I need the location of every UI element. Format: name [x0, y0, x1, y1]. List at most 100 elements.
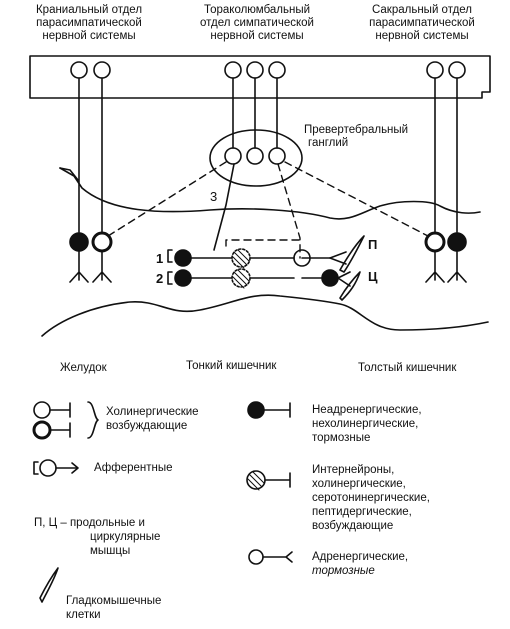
- legend-smooth-line-1: Гладкомышечные: [66, 595, 162, 607]
- legend-interneurons-line-4: пептидергические,: [312, 506, 412, 518]
- sacral-neuron-1: [426, 61, 444, 79]
- cranial-efferents: [69, 250, 112, 283]
- enteric-neuron-2: [174, 269, 192, 287]
- legend-smooth-line-2: клетки: [66, 609, 101, 621]
- efferent-ends: [329, 251, 351, 287]
- legend-smooth-muscle-icon: [39, 567, 59, 603]
- smooth-muscle-cell-ts: [339, 271, 361, 301]
- legend-pc-line-2: циркулярные: [90, 531, 161, 543]
- afferent-bracket-2: [167, 271, 173, 285]
- sympathetic-neuron-3: [268, 61, 286, 79]
- cranial-neuron-1: [70, 61, 88, 79]
- legend-cholinergic-tail-1: [49, 402, 71, 418]
- legend-smooth-label: Гладкомышечные клетки: [66, 594, 161, 622]
- interneuron-dashed-loop: [225, 239, 301, 247]
- sacral-efferents: [425, 250, 467, 283]
- legend-adrenergic-line-2: тормозные: [312, 565, 375, 577]
- cranial-enteric-noradrenergic: [69, 232, 89, 252]
- legend-afferent-icon: [39, 459, 57, 477]
- cranial-line-3: нервной системы: [42, 30, 136, 42]
- legend-nonadrenergic-label: Неадренергические, нехолинергические, то…: [312, 403, 422, 445]
- legend-adrenergic-label: Адренергические, тормозные: [312, 550, 408, 578]
- legend-interneurons-line-1: Интернейроны,: [312, 464, 395, 476]
- postganglionic-middle: [277, 163, 301, 259]
- legend-nonadrenergic-icon: [247, 401, 265, 419]
- thoracolumbar-line-2: отдел симпатической: [200, 17, 314, 29]
- legend-cholinergic-tail-2: [49, 422, 71, 438]
- fiber-3: [213, 163, 235, 251]
- sacral-line-2: парасимпатической: [369, 17, 475, 29]
- sympathetic-neuron-1: [224, 61, 242, 79]
- sacral-division-label: Сакральный отдел парасимпатической нервн…: [352, 4, 492, 43]
- cranial-line-1: Краниальный отдел: [35, 4, 143, 16]
- legend-cholinergic-icon-2: [32, 420, 52, 440]
- legend-interneurons-label: Интернейроны, холинергические, серотонин…: [312, 463, 430, 533]
- cranial-division-label: Краниальный отдел парасимпатической нерв…: [26, 4, 152, 43]
- interneuron-hatch: [232, 249, 250, 289]
- sympathetic-neuron-2: [246, 61, 264, 79]
- legend-afferent-bracket: [33, 461, 39, 475]
- afferent-bracket-1: [167, 249, 173, 263]
- legend-interneurons-line-3: серотонинергические,: [312, 492, 430, 504]
- legend-nonadrenergic-line-1: Неадренергические,: [312, 404, 422, 416]
- mark-p: П: [368, 237, 378, 252]
- legend-afferent-tail: [55, 462, 79, 474]
- interneuron-1: [231, 248, 251, 268]
- enteric-neuron-1: [174, 249, 192, 267]
- cranial-line-2: парасимпатической: [36, 17, 142, 29]
- sacral-enteric-noradrenergic: [447, 232, 467, 252]
- legend-interneurons-line-2: холинергические,: [312, 478, 406, 490]
- legend-cholinergic-line-1: Холинергические: [106, 406, 199, 418]
- legend-adrenergic-line-1: Адренергические,: [312, 551, 409, 563]
- postganglionic-right: [284, 161, 429, 237]
- legend-pc-line-3: мышцы: [90, 545, 131, 557]
- thoracolumbar-division-label: Тораколюмбальный отдел симпатической нер…: [182, 4, 332, 43]
- ganglion-neuron-1: [224, 147, 242, 165]
- gut-wall-top: [59, 167, 481, 220]
- legend-cholinergic-brace: [87, 401, 99, 439]
- ganglion-line-2: ганглий: [308, 137, 349, 149]
- ganglion-line-1: Превертебральный: [304, 124, 409, 136]
- sacral-enteric-cholinergic: [424, 231, 446, 253]
- sacral-neuron-2: [448, 61, 466, 79]
- legend-interneuron-tail: [264, 472, 291, 488]
- legend-nonadrenergic-line-3: тормозные: [312, 432, 371, 444]
- legend-adrenergic-tail: [262, 551, 293, 563]
- gut-wall-top-left-flap: [59, 167, 79, 181]
- legend-nonadrenergic-line-2: нехолинергические,: [312, 418, 419, 430]
- legend-afferent-label: Афферентные: [94, 462, 173, 474]
- spinal-cord-outline: [29, 55, 491, 99]
- postganglionic-left: [107, 161, 227, 237]
- smooth-muscle-cell-p: [339, 235, 365, 273]
- cranial-enteric-cholinergic: [91, 231, 113, 253]
- legend-interneuron-hatch: [247, 471, 265, 491]
- legend-interneurons-line-5: возбуждающие: [312, 520, 394, 532]
- mark-1: 1: [156, 251, 164, 266]
- interneuron-2: [231, 268, 251, 288]
- gut-wall-bottom: [41, 294, 489, 337]
- sacral-line-1: Сакральный отдел: [371, 4, 473, 16]
- ganglion-neuron-3: [268, 147, 286, 165]
- legend-pc-label: П, Ц – продольные и циркулярные мышцы: [34, 516, 160, 558]
- stomach-label: Желудок: [60, 362, 107, 374]
- legend-pc-line-1: П, Ц – продольные и: [34, 517, 145, 529]
- small-intestine-label: Тонкий кишечник: [186, 360, 277, 372]
- ganglion-label: Превертебральный ганглий: [304, 124, 408, 150]
- legend-nonadrenergic-tail: [263, 402, 291, 418]
- mark-3: 3: [210, 189, 218, 204]
- thoracolumbar-line-1: Тораколюмбальный: [203, 4, 311, 16]
- cranial-neuron-2: [93, 61, 111, 79]
- legend-cholinergic-line-2: возбуждающие: [106, 420, 188, 432]
- sacral-line-3: нервной системы: [375, 30, 469, 42]
- thoracolumbar-line-3: нервной системы: [210, 30, 304, 42]
- legend-adrenergic-icon: [248, 549, 264, 565]
- large-intestine-label: Толстый кишечник: [358, 362, 457, 374]
- mark-2: 2: [156, 271, 164, 286]
- adrenergic-enteric: [293, 249, 311, 267]
- ganglion-neuron-2: [246, 147, 264, 165]
- prevertebral-ganglion: [209, 129, 303, 187]
- legend-cholinergic-icon-1: [33, 401, 51, 419]
- mark-ts: Ц: [368, 269, 378, 284]
- legend-cholinergic-label: Холинергические возбуждающие: [106, 405, 199, 433]
